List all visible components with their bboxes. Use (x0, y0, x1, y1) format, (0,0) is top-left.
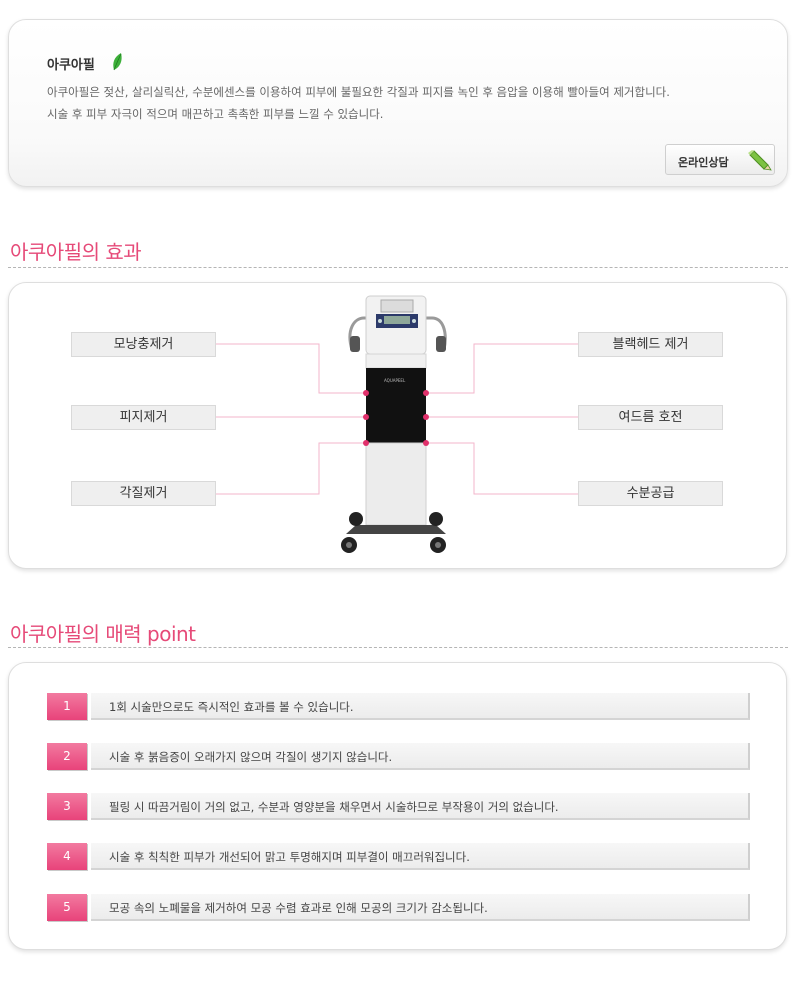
point-number-badge: 1 (47, 693, 87, 720)
point-text: 1회 시술만으로도 즉시적인 효과를 볼 수 있습니다. (109, 700, 354, 714)
point-text: 시술 후 칙칙한 피부가 개선되어 맑고 투명해지며 피부결이 매끄러워집니다. (109, 850, 470, 864)
online-consult-button[interactable]: 온라인상담 (665, 144, 775, 175)
section-divider (8, 647, 788, 648)
point-number-badge: 2 (47, 743, 87, 770)
point-item: 1 1회 시술만으로도 즉시적인 효과를 볼 수 있습니다. (47, 693, 750, 720)
intro-description-line-1: 아쿠아필은 젖산, 살리실릭산, 수분에센스를 이용하여 피부에 불필요한 각질… (47, 85, 670, 99)
point-bar (91, 843, 750, 870)
point-item: 2 시술 후 붉음증이 오래가지 않으며 각질이 생기지 않습니다. (47, 743, 750, 770)
intro-panel: 아쿠아필 아쿠아필은 젖산, 살리실릭산, 수분에센스를 이용하여 피부에 불필… (8, 19, 788, 187)
point-bar (91, 894, 750, 921)
effect-label-blackhead-removal: 블랙헤드 제거 (578, 332, 723, 357)
effect-section-title: 아쿠아필의 효과 (10, 240, 142, 264)
effect-label-sebum-removal: 피지제거 (71, 405, 216, 430)
point-text: 모공 속의 노폐물을 제거하여 모공 수렴 효과로 인해 모공의 크기가 감소됩… (109, 901, 488, 915)
point-bar (91, 793, 750, 820)
effect-label-acne-improvement: 여드름 호전 (578, 405, 723, 430)
point-number-badge: 3 (47, 793, 87, 820)
point-text: 시술 후 붉음증이 오래가지 않으며 각질이 생기지 않습니다. (109, 750, 393, 764)
online-consult-label: 온라인상담 (678, 156, 729, 169)
effect-label-keratin-removal: 각질제거 (71, 481, 216, 506)
point-bar (91, 693, 750, 720)
point-bar (91, 743, 750, 770)
point-number-badge: 4 (47, 843, 87, 870)
point-number-badge: 5 (47, 894, 87, 921)
point-item: 5 모공 속의 노폐물을 제거하여 모공 수렴 효과로 인해 모공의 크기가 감… (47, 894, 750, 921)
section-divider (8, 267, 788, 268)
leaf-icon (113, 53, 122, 71)
effect-label-demodex-removal: 모낭충제거 (71, 332, 216, 357)
point-item: 3 필링 시 따끔거림이 거의 없고, 수분과 영양분을 채우면서 시술하므로 … (47, 793, 750, 820)
pencil-icon (748, 150, 772, 171)
intro-description-line-2: 시술 후 피부 자극이 적으며 매끈하고 촉촉한 피부를 느낄 수 있습니다. (47, 107, 384, 121)
intro-title: 아쿠아필 (47, 58, 95, 73)
point-text: 필링 시 따끔거림이 거의 없고, 수분과 영양분을 채우면서 시술하므로 부작… (109, 800, 559, 814)
effect-label-moisture-supply: 수분공급 (578, 481, 723, 506)
point-item: 4 시술 후 칙칙한 피부가 개선되어 맑고 투명해지며 피부결이 매끄러워집니… (47, 843, 750, 870)
point-section-title: 아쿠아필의 매력 point (10, 622, 196, 646)
